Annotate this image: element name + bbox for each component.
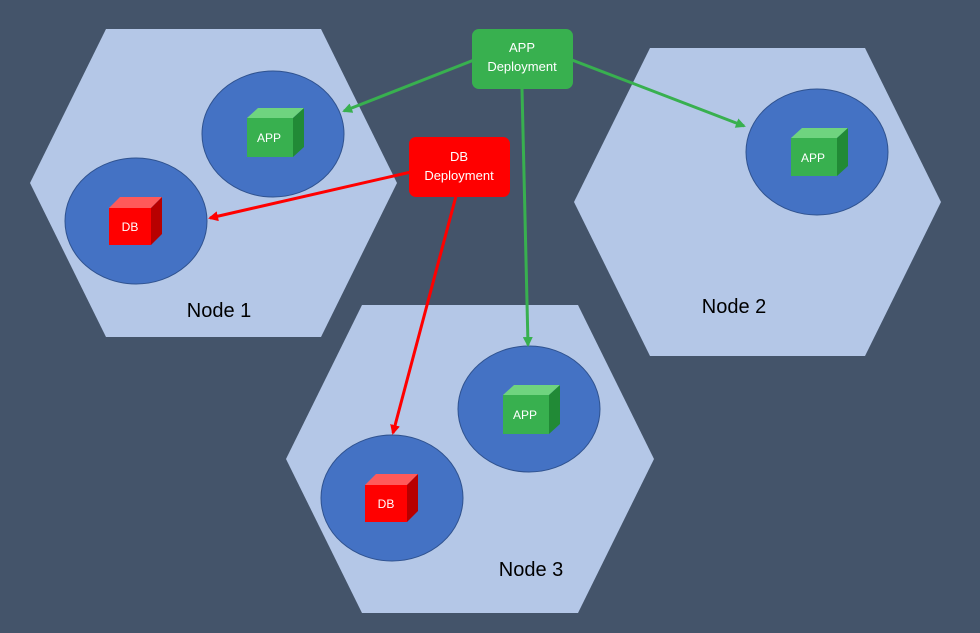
arrow-app-to-node-3 xyxy=(520,88,533,347)
arrow-db-to-node-3 xyxy=(390,195,458,435)
node-3-app-label: APP xyxy=(513,408,537,422)
node-1-app-cube: APP xyxy=(247,108,304,157)
node-1-label: Node 1 xyxy=(187,300,252,322)
db-deployment-line-1: DB xyxy=(450,149,468,164)
app-deployment-line-1: APP xyxy=(509,40,535,55)
node-2-label: Node 2 xyxy=(702,296,767,318)
node-3-db-cube: DB xyxy=(365,474,418,522)
arrow-app-to-node-2 xyxy=(571,58,746,128)
app-deployment[interactable]: APP Deployment xyxy=(472,29,573,89)
node-2-app-label: APP xyxy=(801,151,825,165)
arrow-db-to-node-1 xyxy=(208,170,412,222)
app-deployment-line-2: Deployment xyxy=(487,59,557,74)
node-1-db-cube: DB xyxy=(109,197,162,245)
db-deployment[interactable]: DB Deployment xyxy=(409,137,510,197)
node-1-app-label: APP xyxy=(257,131,281,145)
db-deployment-line-2: Deployment xyxy=(424,168,494,183)
node-2-app-cube: APP xyxy=(791,128,848,176)
node-1-db-label: DB xyxy=(122,220,139,234)
node-3-db-label: DB xyxy=(378,497,395,511)
node-3-app-cube: APP xyxy=(503,385,560,434)
node-3-label: Node 3 xyxy=(499,559,564,581)
arrow-app-to-node-1 xyxy=(342,58,475,113)
